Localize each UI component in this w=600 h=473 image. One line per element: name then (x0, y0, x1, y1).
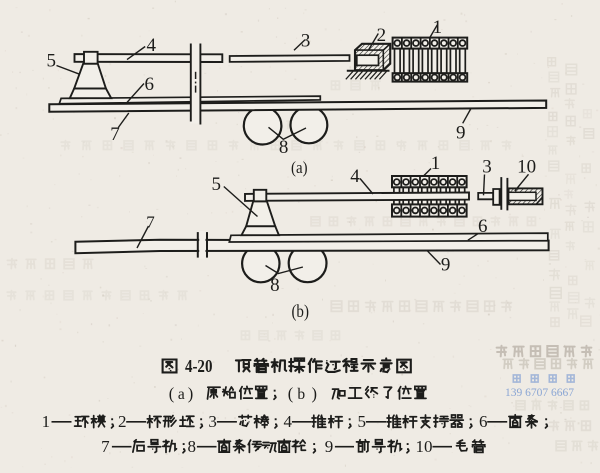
svg-text:3: 3 (482, 157, 492, 178)
svg-text:(: ( (288, 384, 294, 403)
svg-text:7: 7 (101, 437, 110, 456)
svg-text:8: 8 (270, 275, 280, 296)
svg-text:7: 7 (146, 213, 155, 232)
svg-text:4-20: 4-20 (185, 356, 213, 376)
svg-text:): ) (312, 384, 318, 403)
svg-text:10: 10 (416, 437, 433, 456)
svg-text:3: 3 (301, 31, 311, 52)
svg-text:5: 5 (46, 51, 56, 72)
svg-text:(a): (a) (291, 158, 308, 177)
svg-text:2: 2 (377, 25, 387, 46)
svg-text:b: b (297, 386, 305, 403)
svg-text:1: 1 (431, 153, 441, 174)
svg-text:3: 3 (208, 412, 217, 431)
svg-text:a: a (178, 386, 185, 403)
svg-text:10: 10 (517, 157, 536, 178)
svg-text:9: 9 (456, 122, 466, 143)
svg-text:4: 4 (350, 166, 360, 187)
svg-text:7: 7 (110, 124, 120, 145)
svg-text:9: 9 (441, 254, 451, 275)
svg-text:5: 5 (358, 412, 367, 431)
svg-text:6: 6 (478, 216, 488, 237)
svg-text:1: 1 (42, 412, 51, 431)
svg-text:(b): (b) (291, 301, 309, 321)
svg-text:2: 2 (118, 412, 127, 431)
svg-text:8: 8 (279, 137, 289, 158)
svg-text:6: 6 (479, 412, 488, 431)
svg-text:5: 5 (212, 174, 222, 195)
svg-text:4: 4 (284, 412, 293, 431)
svg-text:): ) (188, 384, 194, 403)
svg-text:9: 9 (325, 437, 334, 456)
svg-text:4: 4 (147, 35, 157, 56)
svg-text:6: 6 (145, 74, 155, 95)
svg-text:8: 8 (187, 437, 196, 456)
svg-text:(: ( (169, 384, 175, 403)
svg-text:139 6707 6667: 139 6707 6667 (505, 387, 574, 399)
svg-text:1: 1 (433, 17, 443, 38)
